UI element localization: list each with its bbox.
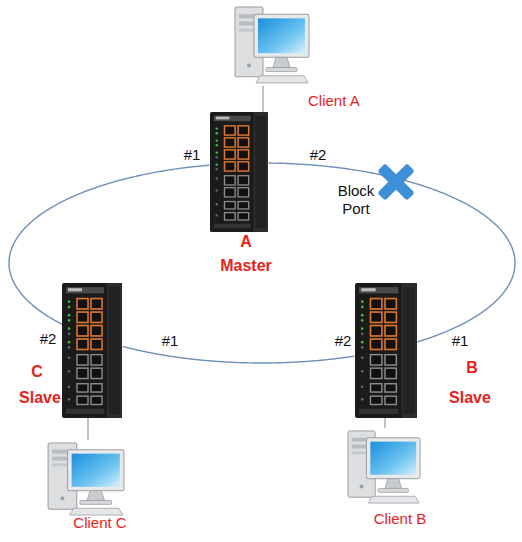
ring-link [269,163,515,342]
node-label: Slave [445,389,495,407]
node-label: Client B [360,510,440,528]
port-number: #2 [328,332,358,350]
ring-switch: AMaster [210,112,268,232]
node-label: A [196,233,296,251]
client-link [384,418,385,428]
switch-icon [355,283,417,418]
node-label: Client C [60,514,140,532]
computer-icon [48,443,124,515]
port-number: #1 [155,332,185,350]
client-computer: Client C [45,440,127,518]
ring-link [123,346,355,363]
client-link [87,418,88,440]
node-label: Master [196,257,296,275]
client-link [262,86,263,112]
computer-icon [348,431,420,503]
ring-switch: CSlave [62,283,122,418]
port-number: #1 [177,146,207,164]
ring-switch: BSlave [355,283,417,418]
node-label: B [457,359,487,377]
port-number: #2 [33,330,63,348]
switch-icon [62,283,122,418]
client-computer: Client A [232,4,312,86]
switch-icon [210,112,268,232]
node-label: C [22,363,52,381]
block-port-symbol [366,152,425,211]
block-cross-bar [377,163,414,200]
port-number: #1 [445,332,475,350]
node-label: Slave [15,389,65,407]
ring-link [9,165,209,324]
client-computer: Client B [345,428,423,506]
computer-icon [235,7,309,83]
node-label: Client A [308,92,378,110]
block-port-note: Block Port [330,182,382,218]
port-number: #2 [303,146,333,164]
block-cross-bar [377,163,414,200]
